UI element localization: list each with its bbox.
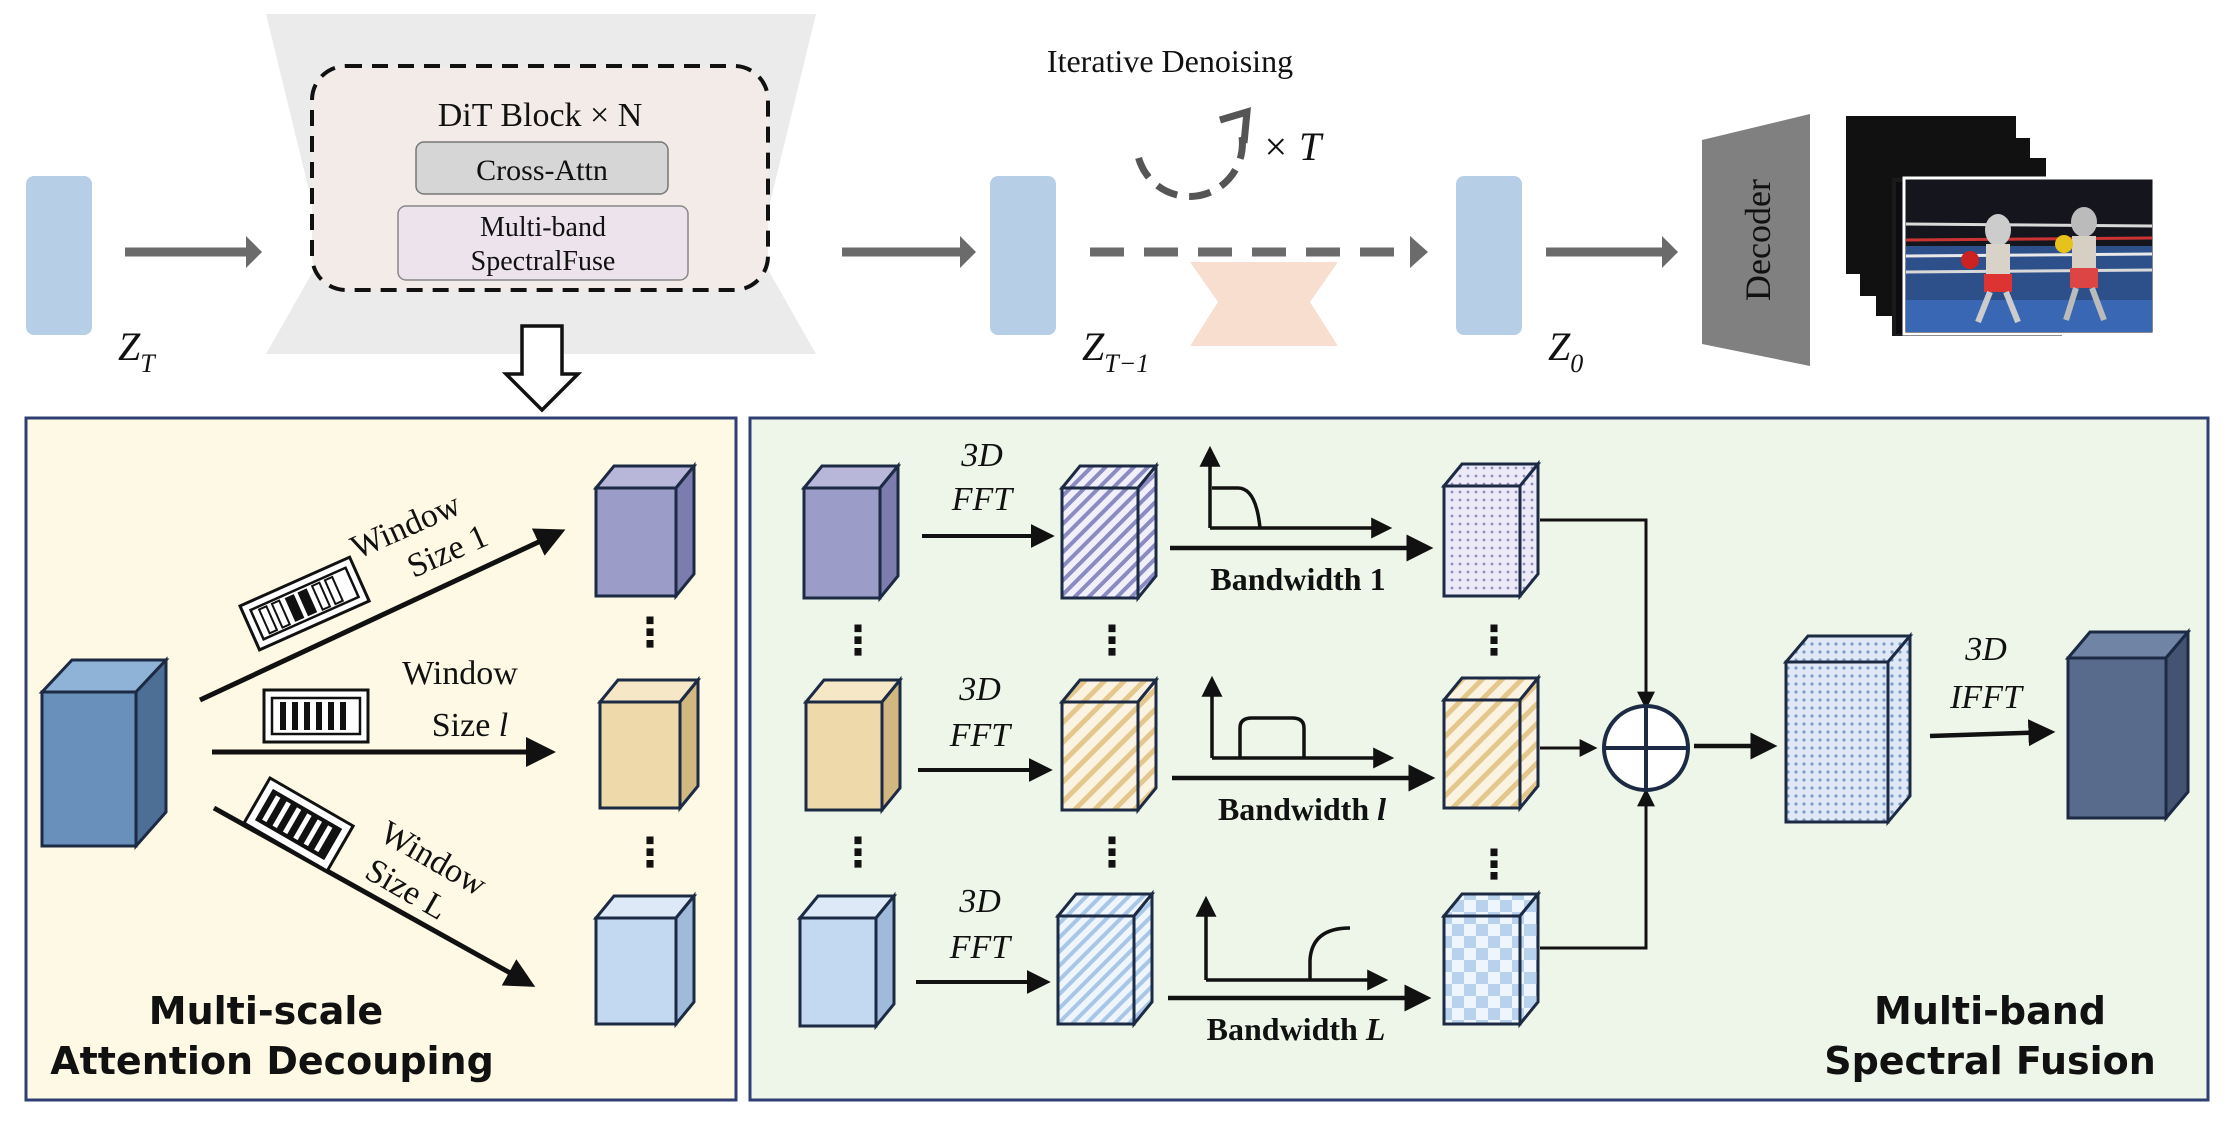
bandpass-filter-icon xyxy=(1201,675,1395,769)
cross-attn-box xyxy=(415,141,669,195)
mini-hourglass xyxy=(1190,262,1338,346)
fft-label-1b: FFT xyxy=(951,481,1015,518)
output-video-frames xyxy=(1846,116,2156,336)
cube-purple-filtered xyxy=(1440,459,1542,601)
ellipsis-r-4: ⋮ xyxy=(838,830,878,876)
left-panel-title-2: Attention Decouping xyxy=(50,1039,494,1083)
cube-lightblue-input xyxy=(796,891,898,1031)
cube-tan-filtered xyxy=(1440,673,1542,813)
bandwidth-l-label: Bandwidth l xyxy=(1218,791,1386,827)
ellipsis-r-2: ⋮ xyxy=(1092,618,1132,664)
cube-lightblue-filtered xyxy=(1440,889,1542,1029)
cross-attn-label: Cross-Attn xyxy=(476,154,608,187)
fft-label-1a: 3D xyxy=(960,437,1003,474)
cube-purple-striped xyxy=(1058,461,1160,603)
right-panel-title-1: Multi-band xyxy=(1874,989,2106,1033)
cube-fused-dotted xyxy=(1782,631,1914,827)
ellipsis-r-6: ⋮ xyxy=(1474,842,1514,888)
cube-output-navy xyxy=(2064,627,2192,823)
ellipsis-r-1: ⋮ xyxy=(838,618,878,664)
loop-circle xyxy=(1133,136,1246,200)
loop-arrowhead xyxy=(1219,107,1251,144)
z0-label: Z0 xyxy=(1548,324,1583,378)
window-icon-L xyxy=(241,775,356,874)
right-panel-title-2: Spectral Fusion xyxy=(1824,1039,2156,1083)
window-label-l-1: Window xyxy=(402,655,518,692)
decoder-trapezoid xyxy=(1702,114,1810,366)
cube-tan-striped xyxy=(1058,675,1160,815)
dit-block-label: DiT Block × N xyxy=(438,97,643,134)
window-icon-l xyxy=(262,688,370,744)
arrow-window-1 xyxy=(198,528,566,703)
ellipsis-r-5: ⋮ xyxy=(1092,830,1132,876)
cube-tan-input xyxy=(802,675,904,815)
zt-label: ZT xyxy=(118,324,156,378)
sum-circle-icon xyxy=(1602,704,1690,792)
window-label-l-2: Size l xyxy=(432,707,509,744)
latent-z0-block xyxy=(1456,176,1522,335)
latent-zt-block xyxy=(26,176,92,335)
highpass-filter-icon xyxy=(1195,895,1389,991)
cube-lightblue-left xyxy=(592,891,698,1029)
fft-label-3b: FFT xyxy=(949,929,1013,966)
ifft-label-1: 3D xyxy=(1964,631,2007,668)
zt1-label: ZT−1 xyxy=(1082,324,1149,378)
connector-row3 xyxy=(1540,788,1655,950)
window-icon-1 xyxy=(238,555,372,652)
connector-row1 xyxy=(1540,518,1655,710)
fft-label-3a: 3D xyxy=(958,883,1001,920)
multiband-box xyxy=(397,205,689,281)
decoder-label: Decoder xyxy=(1738,179,1778,301)
left-panel-title-1: Multi-scale xyxy=(149,989,383,1033)
lowpass-filter-icon xyxy=(1199,445,1393,539)
ellipsis-left-1: ⋮ xyxy=(630,610,670,656)
iterative-denoising-label: Iterative Denoising xyxy=(1047,43,1293,79)
cube-tan-left xyxy=(596,675,702,813)
ellipsis-left-2: ⋮ xyxy=(630,830,670,876)
latent-zt1-block xyxy=(990,176,1056,335)
times-t-label: × T xyxy=(1262,124,1324,169)
cube-lightblue-striped xyxy=(1054,889,1156,1029)
cube-purple-left xyxy=(592,461,698,601)
ellipsis-r-3: ⋮ xyxy=(1474,618,1514,664)
input-cube xyxy=(38,656,170,850)
bandwidth-1-label: Bandwidth 1 xyxy=(1210,561,1385,597)
fft-label-2a: 3D xyxy=(958,671,1001,708)
multiband-label-2: SpectralFuse xyxy=(471,246,616,277)
ifft-label-2: IFFT xyxy=(1949,679,2024,716)
arrow-ifft xyxy=(1929,719,2056,747)
bandwidth-L-label: Bandwidth L xyxy=(1207,1011,1386,1047)
hollow-down-arrow xyxy=(501,324,583,413)
cube-purple-input xyxy=(800,461,902,603)
multiband-label-1: Multi-band xyxy=(480,212,606,243)
fft-label-2b: FFT xyxy=(949,717,1013,754)
